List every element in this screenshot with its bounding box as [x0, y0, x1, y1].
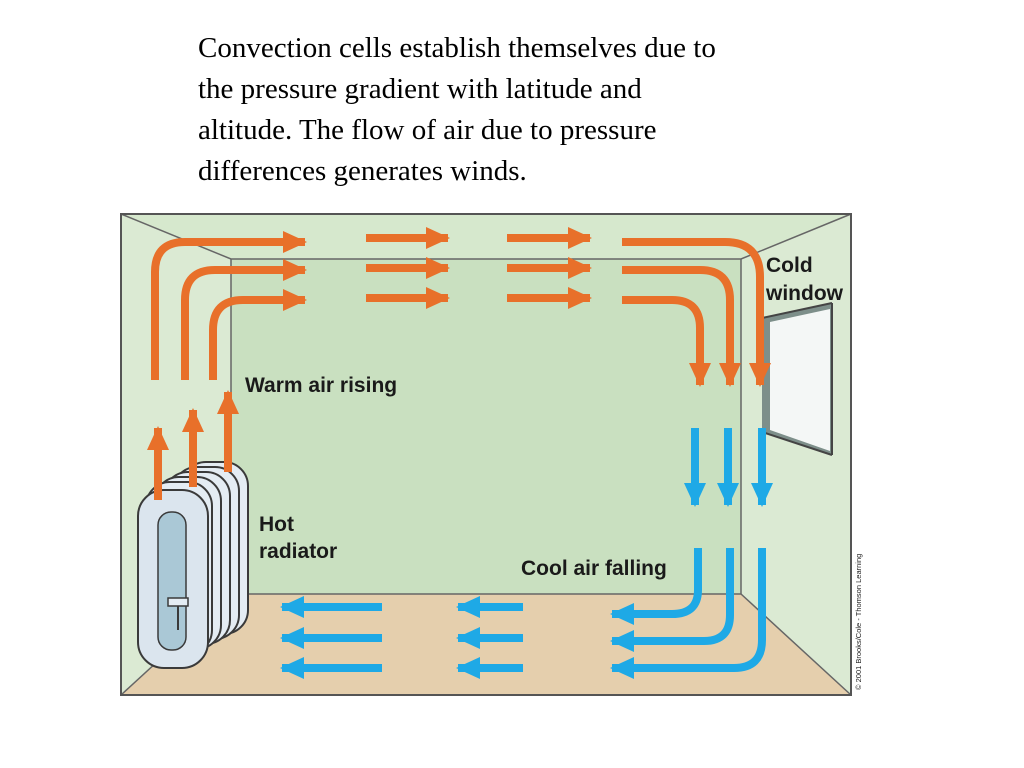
warm-air-arrow: [622, 238, 771, 387]
caption-line: Convection cells establish themselves du…: [198, 32, 716, 64]
cold-window-label: Cold: [766, 254, 813, 277]
window: [761, 302, 833, 456]
room-outline: [120, 213, 852, 696]
caption-line: differences generates winds.: [198, 155, 527, 187]
radiator-valve: [167, 597, 189, 607]
warm-air-arrows: [147, 227, 771, 500]
warm-air-arrow: [622, 296, 711, 387]
cool-air-label: Cool air falling: [521, 557, 667, 580]
room-edges: [120, 213, 852, 260]
warm-air-arrow: [181, 259, 307, 380]
cool-air-arrows: [280, 428, 773, 679]
copyright-credit: © 2001 Brooks/Cole - Thomson Learning: [854, 554, 863, 690]
caption: Convection cells establish themselves du…: [198, 28, 858, 192]
cool-air-arrow: [610, 548, 766, 679]
back-wall: [231, 259, 741, 594]
cold-window-label: window: [765, 282, 844, 305]
cool-air-arrow: [610, 548, 734, 652]
ceiling: [121, 214, 851, 259]
radiator: [137, 461, 249, 669]
caption-line: altitude. The flow of air due to pressur…: [198, 114, 657, 146]
hot-radiator-label: radiator: [259, 540, 337, 563]
warm-air-arrow: [151, 231, 307, 380]
hot-radiator-label: Hot: [259, 513, 294, 536]
caption-line: the pressure gradient with latitude and: [198, 73, 642, 105]
warm-air-label: Warm air rising: [245, 374, 397, 397]
warm-air-arrow: [622, 266, 741, 387]
cool-air-arrow: [610, 548, 702, 625]
warm-air-arrow: [209, 289, 307, 380]
